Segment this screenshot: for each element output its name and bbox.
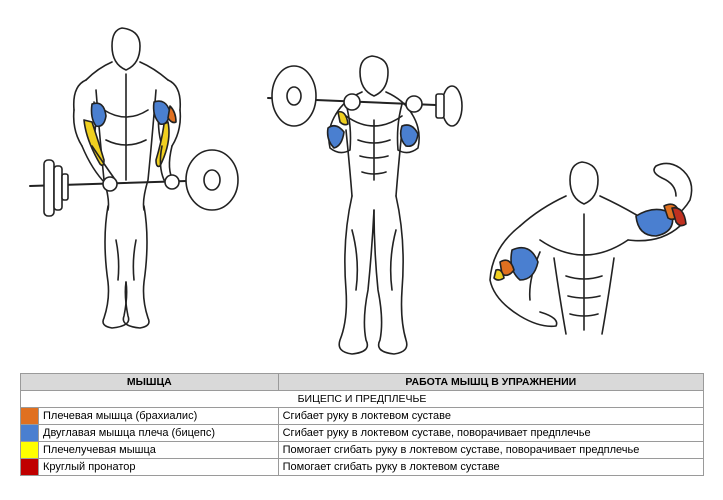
figure-flex-pose [489, 161, 693, 335]
table-row: Круглый пронатор Помогает сгибать руку в… [20, 458, 705, 476]
muscle-name: Плечелучевая мышца [38, 441, 279, 459]
color-swatch [20, 424, 39, 442]
section-row: БИЦЕПС И ПРЕДПЛЕЧЬЕ [20, 390, 704, 408]
brachioradialis-right-fig1 [155, 121, 170, 168]
brachioradialis-left-fig1 [83, 119, 105, 167]
brachioradialis-left-fig3 [493, 268, 505, 281]
section-title: БИЦЕПС И ПРЕДПЛЕЧЬЕ [20, 390, 704, 408]
brachioradialis-left-fig2 [337, 110, 349, 126]
color-swatch [20, 407, 39, 425]
figure-back-view [29, 27, 239, 329]
color-swatch [20, 441, 39, 459]
brachialis-right-fig1 [167, 105, 177, 124]
muscle-name: Плечевая мышца (брахиалис) [38, 407, 279, 425]
biceps-right-fig1 [152, 100, 171, 126]
biceps-left-fig3 [510, 246, 539, 281]
table-header-row: МЫШЦА РАБОТА МЫШЦ В УПРАЖНЕНИИ [20, 373, 705, 391]
muscle-table: МЫШЦА РАБОТА МЫШЦ В УПРАЖНЕНИИ БИЦЕПС И … [20, 373, 705, 476]
biceps-left-fig2 [326, 124, 345, 149]
muscle-work: Помогает сгибать руку в локтевом суставе [277, 458, 705, 476]
biceps-left-fig1 [90, 102, 107, 128]
table-row: Двуглавая мышца плеча (бицепс) Сгибает р… [20, 424, 705, 442]
muscle-work: Помогает сгибать руку в локтевом суставе… [277, 441, 705, 459]
exercise-illustration [29, 27, 693, 355]
biceps-right-fig2 [399, 124, 419, 148]
muscle-work: Сгибает руку в локтевом суставе [277, 407, 705, 425]
table-row: Плечелучевая мышца Помогает сгибать руку… [20, 441, 705, 459]
figure-front-view [267, 55, 463, 355]
biceps-flex-fig3 [635, 208, 674, 237]
header-muscle: МЫШЦА [20, 373, 279, 391]
header-work: РАБОТА МЫШЦ В УПРАЖНЕНИИ [277, 373, 705, 391]
muscle-name: Круглый пронатор [38, 458, 279, 476]
muscle-name: Двуглавая мышца плеча (бицепс) [38, 424, 279, 442]
pronator-flex-fig3 [671, 207, 687, 227]
color-swatch [20, 458, 39, 476]
table-row: Плечевая мышца (брахиалис) Сгибает руку … [20, 407, 705, 425]
brachialis-left-fig3 [499, 259, 515, 277]
muscle-work: Сгибает руку в локтевом суставе, поворач… [277, 424, 705, 442]
